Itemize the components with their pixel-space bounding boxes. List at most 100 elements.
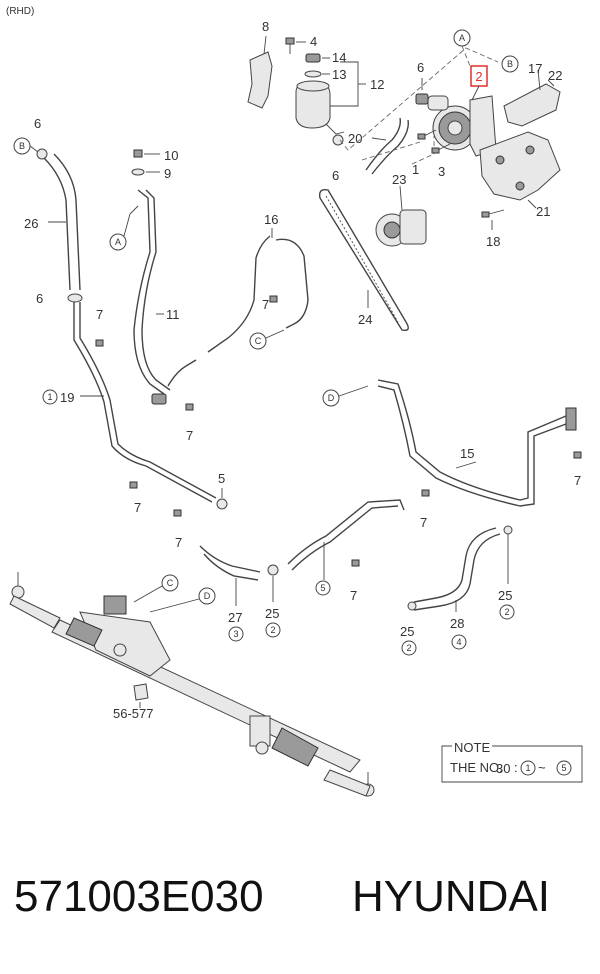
svg-text:A: A	[115, 237, 121, 247]
part-label-12: 12	[370, 77, 384, 92]
callout-C-upper: C	[249, 329, 285, 350]
svg-text:A: A	[459, 33, 465, 43]
part-label-17: 17	[528, 61, 542, 76]
part-label-18: 18	[486, 234, 500, 249]
bracket-15	[565, 407, 577, 431]
part-label-6-lower: 6	[36, 291, 43, 306]
bolt-7-h	[351, 559, 360, 567]
svg-text:2: 2	[270, 625, 275, 635]
callout-A-top: A	[453, 29, 471, 67]
part-label-25-right: 25	[498, 588, 512, 603]
svg-text:3: 3	[233, 629, 238, 639]
callout-D-lower: D	[149, 587, 216, 613]
bolt-18	[481, 209, 505, 230]
leader-2	[471, 85, 480, 101]
svg-text:1: 1	[47, 392, 52, 402]
hose-27	[199, 545, 261, 606]
part-label-9: 9	[164, 166, 171, 181]
note-tilde: ~	[538, 760, 546, 775]
bolt-1	[417, 129, 437, 140]
svg-text:C: C	[255, 336, 262, 346]
svg-text:5: 5	[320, 583, 325, 593]
part-label-1: 1	[412, 162, 419, 177]
bolt-7-a	[95, 339, 104, 347]
power-steering-pump-2	[427, 95, 497, 157]
bolt-10	[133, 149, 160, 158]
svg-text:B: B	[507, 59, 513, 69]
reservoir-seal-13	[304, 70, 330, 78]
bolt-3	[431, 143, 451, 154]
hose-20	[365, 117, 409, 175]
part-label-6-pump: 6	[417, 60, 424, 75]
leader-dashed-reservoir	[339, 47, 499, 151]
part-label-22: 22	[548, 68, 562, 83]
part-label-7-f: 7	[574, 473, 581, 488]
part-label-5: 5	[218, 471, 225, 486]
pressure-hose-11	[133, 189, 171, 395]
callout-D-right: D	[322, 385, 369, 407]
pressure-pipe-15	[377, 379, 567, 507]
clamp-25-mid	[407, 601, 417, 611]
hose-16	[207, 228, 309, 353]
part-label-25-left: 25	[265, 606, 279, 621]
note-number: 30	[496, 761, 510, 776]
tie-rod-end-right	[323, 769, 375, 797]
part-label-7-b: 7	[186, 428, 193, 443]
clip-6-reservoir	[332, 134, 344, 146]
part-label-27: 27	[228, 610, 242, 625]
part-label-7-c: 7	[262, 297, 269, 312]
part-label-23: 23	[392, 172, 406, 187]
bolt-7-g	[421, 489, 430, 497]
part-label-7-h: 7	[350, 588, 357, 603]
part-label-7-a: 7	[96, 307, 103, 322]
callout-C-lower: C	[133, 574, 179, 603]
bolt-7-b	[185, 403, 194, 411]
svg-text:4: 4	[456, 637, 461, 647]
circled-5: 5	[315, 580, 331, 596]
clamp-6-lower	[67, 293, 83, 303]
part-label-2: 2	[475, 69, 482, 84]
circled-4-on-28: 4	[451, 634, 467, 650]
part-label-14: 14	[332, 50, 346, 65]
part-label-24: 24	[358, 312, 372, 327]
leader-dashed-hose	[361, 141, 421, 161]
part-label-3: 3	[438, 164, 445, 179]
fitting-11-lower	[151, 359, 197, 405]
part-label-7-d: 7	[134, 500, 141, 515]
part-label-21: 21	[536, 204, 550, 219]
ref-56-577-icon	[133, 683, 149, 708]
circled-2-on-25-left: 2	[265, 622, 281, 638]
part-label-19: 19	[60, 390, 74, 405]
callout-B-top: B	[501, 55, 519, 73]
clamp-5	[216, 488, 228, 510]
part-label-11: 11	[166, 307, 180, 322]
leader-b-left	[29, 145, 39, 153]
circled-1-on-19: 1	[42, 389, 58, 405]
steering-rack-assembly	[51, 595, 361, 773]
callout-B-left: B	[13, 137, 31, 155]
reservoir-bracket-8	[247, 35, 273, 109]
tie-rod-end-left	[9, 572, 61, 629]
circled-3-on-27: 3	[228, 626, 244, 642]
return-pipe-19	[73, 302, 217, 503]
circled-2-on-25-mid: 2	[401, 640, 417, 656]
clamp-25-left	[267, 564, 279, 576]
drive-belt-24	[318, 188, 409, 332]
note-box: NOTE THE NO. 30 : 1 ~ 5	[441, 740, 583, 783]
part-label-15: 15	[460, 446, 474, 461]
note-to: 5	[561, 763, 566, 773]
power-steering-parts-diagram: (RHD) 8 4 14 13 12 20 6	[6, 6, 583, 797]
part-label-26: 26	[24, 216, 38, 231]
part-label-6-upper: 6	[34, 116, 41, 131]
part-label-13: 13	[332, 67, 346, 82]
footer-part-number: 571003E030	[14, 872, 264, 921]
pump-assembly-23	[375, 185, 427, 247]
bolt-7-f	[573, 451, 582, 459]
bolt-4	[285, 37, 306, 54]
part-label-6-reservoir: 6	[332, 168, 339, 183]
variant-label: (RHD)	[6, 6, 34, 17]
fitting-6-pump	[415, 78, 429, 105]
part-label-25-mid: 25	[400, 624, 414, 639]
reservoir-cap-14	[305, 53, 330, 63]
bracket-22	[503, 69, 561, 127]
